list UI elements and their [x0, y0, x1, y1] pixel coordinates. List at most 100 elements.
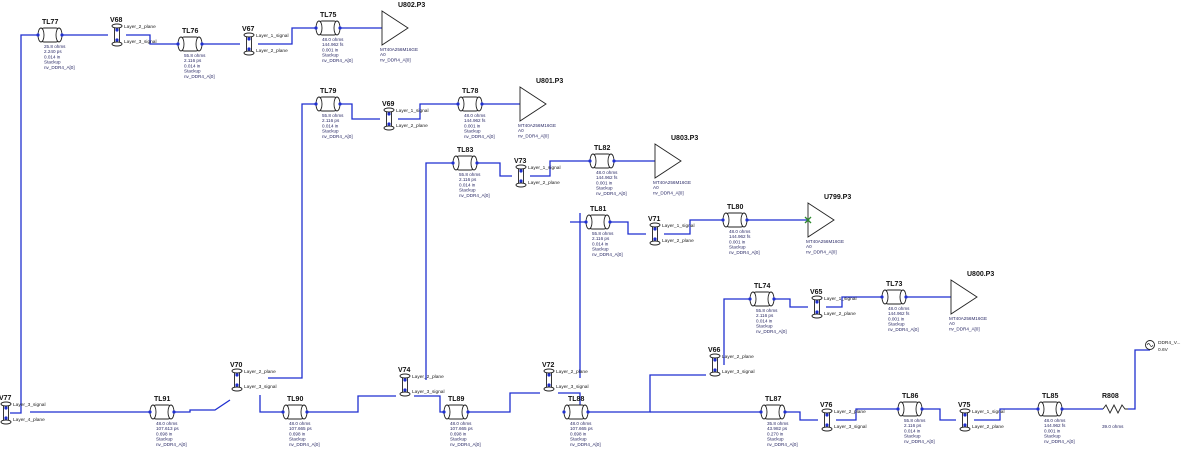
tline-pin: [451, 161, 455, 165]
via-top-layer: Layer_2_plane: [244, 369, 276, 375]
via-pin: [547, 383, 551, 387]
tline-pin: [1036, 407, 1040, 411]
via-pin: [235, 383, 239, 387]
sine-icon: [1146, 343, 1154, 347]
tline-name: TL77: [42, 19, 58, 26]
tline-param: 144.962 fs: [596, 175, 618, 180]
tline-param: 0.698 in: [570, 431, 587, 436]
tline-param: Stackup: [904, 434, 921, 439]
tline-name: TL73: [886, 281, 902, 288]
receiver-param: A0: [653, 185, 659, 190]
via-pin: [387, 122, 391, 126]
buffer-triangle-icon: [654, 143, 682, 179]
probe-marker-icon: [804, 216, 812, 224]
via-pad: [231, 368, 243, 374]
via-pin: [403, 378, 407, 382]
tline-param: Stackup: [729, 245, 746, 250]
tline-pin: [305, 410, 309, 414]
tline-pin: [584, 220, 588, 224]
tline-param: 2.116 ps: [756, 313, 774, 318]
tline-param: 25.8 ohms: [44, 44, 66, 49]
receiver-param: nv_DDR4_A[0]: [949, 326, 980, 331]
tline-name: TL85: [1042, 393, 1058, 400]
via-pin: [825, 413, 829, 417]
via-pad: [821, 408, 833, 414]
via-bottom-layer: Layer_3_signal: [556, 384, 589, 390]
via-pin: [4, 406, 8, 410]
receiver-param: MT40A256M16GE: [380, 47, 418, 52]
tline-pin: [475, 161, 479, 165]
tline-pin: [60, 33, 64, 37]
via-top-layer: Layer_2_plane: [834, 409, 866, 415]
tline-param: nv_DDR4_A[0]: [459, 193, 490, 198]
via-name: V71: [648, 216, 661, 223]
tline-param: nv_DDR4_A[0]: [596, 191, 627, 196]
voltage-source[interactable]: DDR4_V...0.6V: [1145, 340, 1181, 353]
tline-pin: [772, 297, 776, 301]
via-pad: [0, 401, 12, 407]
tline-param: 55.8 ohms: [322, 113, 344, 118]
tline-param: 2.116 ps: [322, 118, 340, 123]
via-name: V73: [514, 158, 527, 165]
via-top-layer: Layer_2_plane: [412, 374, 444, 380]
via-top-layer: Layer_1_signal: [396, 108, 429, 114]
via-top-layer: Layer_2_plane: [124, 24, 156, 30]
tline-param: 0.014 in: [44, 54, 61, 59]
tline-param: Stackup: [322, 53, 339, 58]
resistor-r808[interactable]: R808 39.0 ohms: [1102, 393, 1128, 429]
tline-pin: [588, 159, 592, 163]
tline-param: 0.001 in: [729, 239, 746, 244]
via-name: V74: [398, 367, 411, 374]
via-pin: [519, 169, 523, 173]
via-top-layer: Layer_1_signal: [256, 33, 289, 39]
tline-pin: [896, 407, 900, 411]
via-top-layer: Layer_1_signal: [528, 165, 561, 171]
resistor-value: 39.0 ohms: [1102, 424, 1124, 429]
tline-param: nv_DDR4_A[0]: [44, 65, 75, 70]
via-bottom-layer: Layer_2_plane: [256, 48, 288, 54]
tline-pin: [759, 410, 763, 414]
tline-name: TL86: [902, 393, 918, 400]
via-pin: [713, 368, 717, 372]
source-name: DDR4_V...: [1158, 340, 1181, 346]
resistor-name: R808: [1102, 393, 1119, 400]
tline-param: 0.014 in: [184, 63, 201, 68]
tline-param: Stackup: [1044, 434, 1061, 439]
